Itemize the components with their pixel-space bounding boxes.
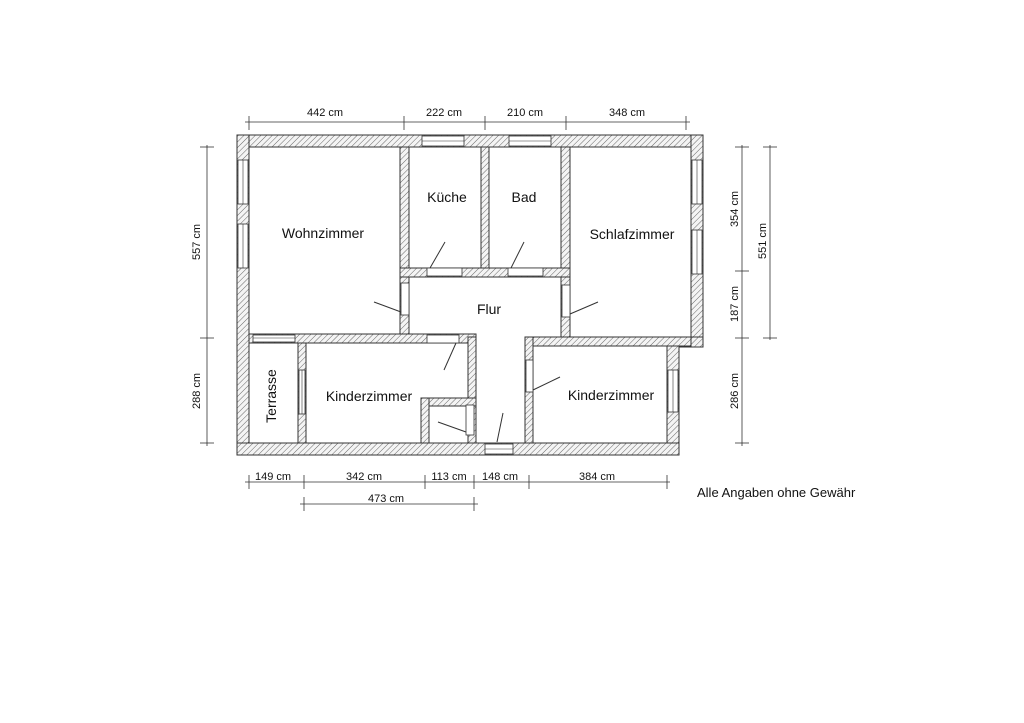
room-labels: Wohnzimmer Küche Bad Schlafzimmer Flur T…	[263, 189, 675, 423]
window-living-1	[237, 159, 249, 205]
dim-right-outer: 551 cm	[757, 223, 769, 259]
door-living	[373, 282, 410, 316]
door-bath	[507, 241, 544, 277]
dim-right-inner-1: 354 cm	[729, 191, 741, 227]
dim-left-1: 557 cm	[191, 224, 203, 260]
dim-bottom-1: 149 cm	[255, 471, 291, 483]
outer-wall-top	[236, 134, 704, 148]
door-hall-closet	[496, 412, 504, 443]
window-bedroom-1	[691, 159, 703, 205]
dimension-lines	[200, 116, 777, 511]
dim-bottom-second: 473 cm	[368, 493, 404, 505]
window-kitchen	[421, 135, 465, 147]
outer-wall-bottom	[236, 442, 680, 456]
window-bedroom-2	[691, 229, 703, 275]
window-terrace-door	[252, 334, 296, 343]
door-children-right	[525, 359, 561, 393]
room-label-schlafzimmer: Schlafzimmer	[590, 226, 675, 242]
window-terrace-side	[298, 369, 306, 415]
dim-bottom-3: 113 cm	[431, 471, 466, 483]
door-bedroom	[561, 284, 599, 318]
window-bath	[508, 135, 552, 147]
wall-kitchen-bath	[480, 146, 490, 273]
dim-top-1: 442 cm	[307, 107, 343, 119]
dim-right-inner-3: 286 cm	[729, 373, 741, 409]
dimension-labels: 442 cm 222 cm 210 cm 348 cm 557 cm 288 c…	[191, 107, 769, 505]
room-label-terrasse: Terrasse	[263, 369, 279, 423]
room-label-kinderzimmer-left: Kinderzimmer	[326, 388, 413, 404]
room-label-flur: Flur	[477, 301, 501, 317]
dim-top-2: 222 cm	[426, 107, 462, 119]
room-label-kinderzimmer-right: Kinderzimmer	[568, 387, 655, 403]
disclaimer: Alle Angaben ohne Gewähr	[697, 485, 856, 500]
doors	[373, 241, 599, 443]
windows	[237, 135, 703, 455]
wall-bedroom-children-right	[524, 336, 692, 347]
room-label-bad: Bad	[512, 189, 537, 205]
room-label-wohnzimmer: Wohnzimmer	[282, 225, 365, 241]
entrance-door	[484, 443, 514, 455]
dim-bottom-2: 342 cm	[346, 471, 382, 483]
door-closet	[437, 404, 475, 436]
dim-bottom-5: 384 cm	[579, 471, 615, 483]
door-children-left	[426, 334, 460, 371]
door-kitchen	[426, 241, 463, 277]
wall-kitchen-bath-hall	[399, 267, 571, 278]
dim-right-inner-2: 187 cm	[729, 286, 741, 322]
wall-closet-left	[420, 397, 430, 444]
dim-top-3: 210 cm	[507, 107, 543, 119]
room-label-kueche: Küche	[427, 189, 467, 205]
window-children-right	[667, 369, 679, 413]
dim-top-4: 348 cm	[609, 107, 645, 119]
window-living-2	[237, 223, 249, 269]
dim-left-2: 288 cm	[191, 373, 203, 409]
dim-bottom-4: 148 cm	[482, 471, 518, 483]
wall-hall-left-lower	[467, 336, 477, 444]
